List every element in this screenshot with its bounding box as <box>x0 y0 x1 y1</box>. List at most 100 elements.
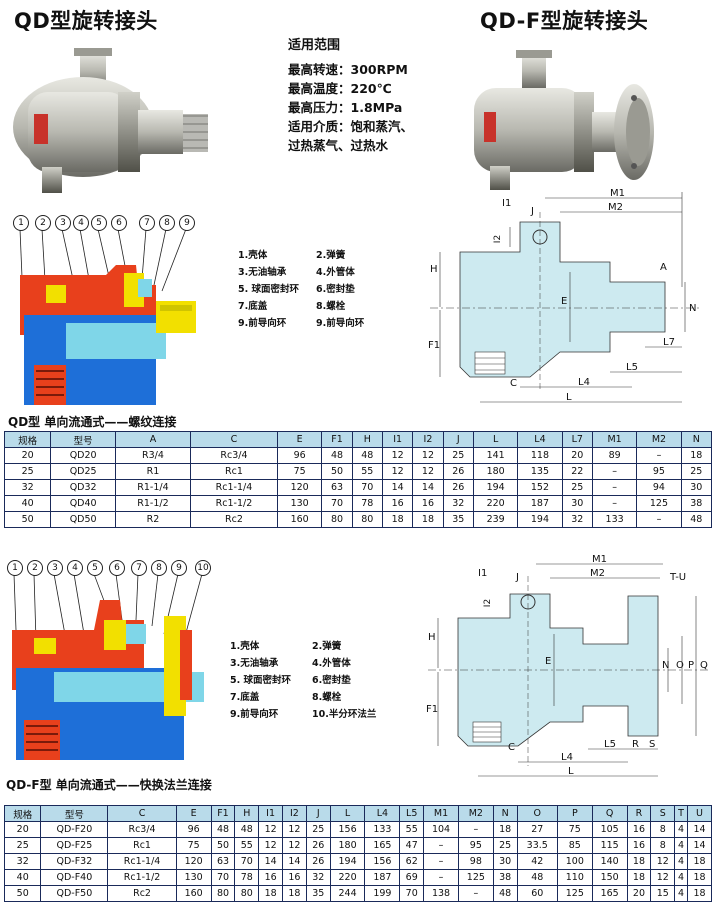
dim-label: I2 <box>483 598 494 608</box>
table-cell: 48 <box>234 821 260 838</box>
callout: 3 <box>47 560 63 576</box>
legend-item: 3.无油轴承 <box>238 267 287 278</box>
table-cell: 130 <box>276 495 323 512</box>
table-cell: 47 <box>399 837 425 854</box>
callout: 2 <box>27 560 43 576</box>
callout: 3 <box>55 215 71 231</box>
callout: 6 <box>109 560 125 576</box>
table-cell: 14 <box>381 479 414 496</box>
table-cell: 40 <box>3 869 42 886</box>
spec-line: 过热蒸气、过热水 <box>288 138 389 153</box>
table-cell: 187 <box>364 869 401 886</box>
table-cell: 20 <box>3 447 52 464</box>
table-cell: 70 <box>321 495 353 512</box>
table-cell: 18 <box>412 511 444 528</box>
legend-item: 2.弹簧 <box>316 250 346 261</box>
column-header: R <box>626 805 652 822</box>
table-cell: 95 <box>636 463 682 480</box>
table-cell: 160 <box>276 511 323 528</box>
callout: 9 <box>171 560 187 576</box>
table-cell: Rc1 <box>189 463 279 480</box>
table-cell: 138 <box>423 885 459 902</box>
dim-label: M1 <box>592 554 607 565</box>
table-cell: 26 <box>442 479 474 496</box>
table-cell: 4 <box>674 869 688 886</box>
dim-label: N <box>662 660 670 671</box>
column-header: O <box>516 805 558 822</box>
table-cell: 105 <box>591 821 628 838</box>
dim-label: M1 <box>610 188 625 199</box>
column-header: F1 <box>210 805 236 822</box>
table-cell: 12 <box>650 853 676 870</box>
table-cell: QD32 <box>50 479 116 496</box>
column-header: J <box>442 431 474 448</box>
table-cell: 30 <box>561 495 593 512</box>
dim-label: T-U <box>670 572 687 583</box>
dim-label: I2 <box>493 234 504 244</box>
dim-label: R <box>632 739 639 750</box>
table-cell: QD-F40 <box>40 869 109 886</box>
legend-item: 2.弹簧 <box>312 641 342 652</box>
table-cell: 14 <box>686 837 713 854</box>
qd-cutaway-diagram: 1 2 3 4 5 6 7 8 9 <box>6 215 216 405</box>
table-cell: – <box>423 869 459 886</box>
callout: 7 <box>139 215 155 231</box>
column-header: T <box>674 805 688 822</box>
table-cell: 133 <box>591 511 638 528</box>
table-cell: 80 <box>351 511 383 528</box>
column-header: P <box>556 805 593 822</box>
legend-item: 5. 球面密封环 <box>238 284 300 295</box>
column-header: C <box>107 805 177 822</box>
table-cell: 89 <box>591 447 638 464</box>
legend-item: 7.底盖 <box>238 301 268 312</box>
table-cell: 14 <box>686 821 713 838</box>
table-cell: 16 <box>381 495 414 512</box>
column-header: E <box>175 805 212 822</box>
table-cell: 80 <box>234 885 260 902</box>
table-cell: 120 <box>276 479 323 496</box>
callout: 10 <box>195 560 211 576</box>
callout: 4 <box>67 560 83 576</box>
column-header: N <box>680 431 713 448</box>
legend-item: 4.外管体 <box>316 267 355 278</box>
column-header: L4 <box>364 805 401 822</box>
dim-label: L4 <box>578 377 590 388</box>
column-header: L <box>472 431 519 448</box>
table-cell: 20 <box>3 821 42 838</box>
table-cell: QD20 <box>50 447 116 464</box>
table-cell: QD-F25 <box>40 837 109 854</box>
table-cell: 70 <box>234 853 260 870</box>
column-header: Q <box>591 805 628 822</box>
table-cell: 4 <box>674 821 688 838</box>
spec-line: 最高转速：300RPM <box>288 62 408 77</box>
table-cell: 70 <box>210 869 236 886</box>
table-cell: 125 <box>636 495 682 512</box>
table-cell: 115 <box>591 837 628 854</box>
column-header: I2 <box>412 431 444 448</box>
table-cell: 30 <box>492 853 518 870</box>
table-cell: 60 <box>516 885 558 902</box>
table-cell: R2 <box>114 511 191 528</box>
qdf-product-photo <box>462 32 674 202</box>
table-cell: 220 <box>329 869 366 886</box>
legend-item: 6.密封垫 <box>312 675 351 686</box>
table-cell: 75 <box>276 463 323 480</box>
table-cell: – <box>636 447 682 464</box>
table-cell: 78 <box>234 869 260 886</box>
table-cell: – <box>423 837 459 854</box>
table-cell: Rc1-1/4 <box>189 479 279 496</box>
column-header: I1 <box>258 805 284 822</box>
table-cell: 12 <box>258 837 284 854</box>
column-header: J <box>305 805 331 822</box>
table-cell: 27 <box>516 821 558 838</box>
qd-dimension-drawing: I1 J M1 M2 I2 H A E N F1 L7 C L4 L5 L <box>420 188 710 412</box>
table-cell: 16 <box>258 869 284 886</box>
column-header: M2 <box>636 431 682 448</box>
column-header: M1 <box>423 805 459 822</box>
table-cell: 152 <box>517 479 563 496</box>
table-cell: 4 <box>674 853 688 870</box>
